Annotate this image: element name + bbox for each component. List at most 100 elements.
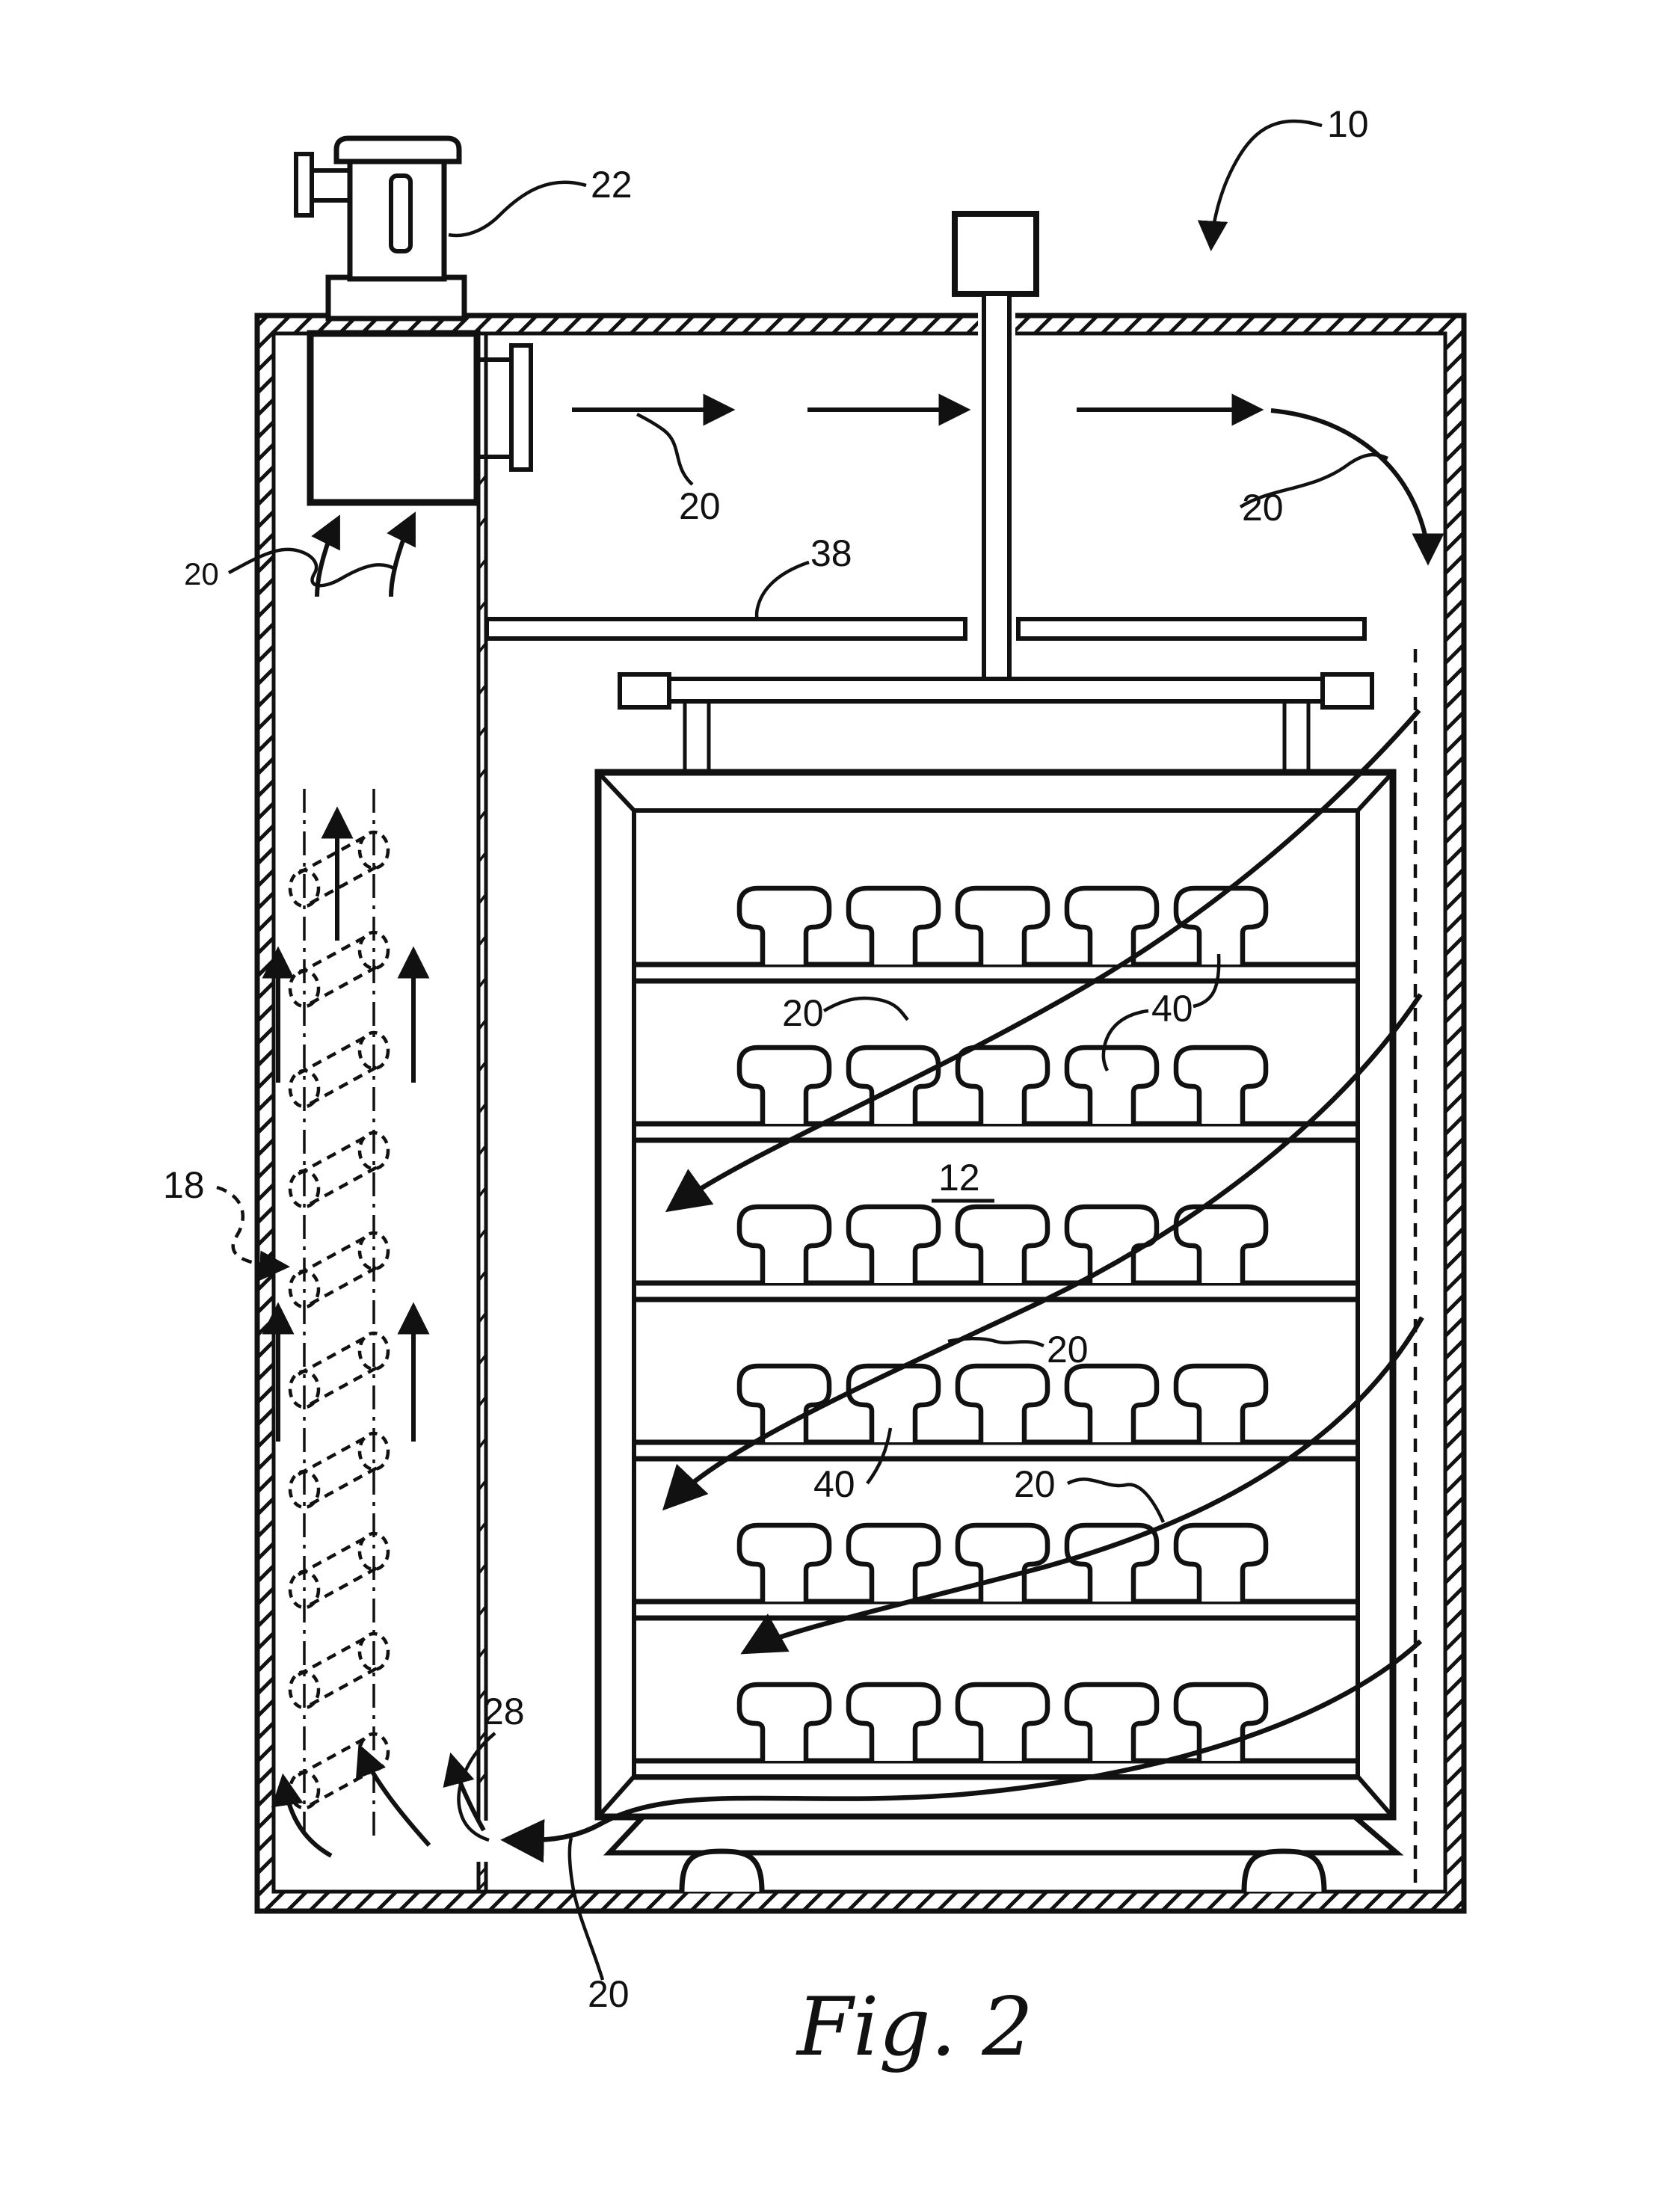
label-20-return: 20 <box>588 1973 630 2015</box>
downflow-arrow <box>1270 408 1444 566</box>
food-item <box>1064 1522 1160 1602</box>
label-20-plenum: 20 <box>679 485 721 527</box>
food-item <box>736 1522 832 1602</box>
partition-hatch-tick <box>477 1018 487 1031</box>
coil-turn-end <box>357 1231 390 1271</box>
leader-ref22 <box>448 180 587 238</box>
blower-inlet-arrow-1 <box>311 514 340 597</box>
partition-hatch-tick <box>477 1688 487 1701</box>
food-item <box>1173 1045 1269 1124</box>
food-item <box>955 1045 1050 1124</box>
coil-tube-line <box>297 1134 369 1175</box>
leader-ref10 <box>1197 119 1323 252</box>
partition-hatch-tick <box>477 474 487 487</box>
blower-outlet-duct <box>477 360 511 457</box>
food-item <box>846 885 941 965</box>
callout-labels: 10 22 20 20 20 38 18 12 20 40 20 40 20 2… <box>163 103 1369 2015</box>
partition-hatch-tick <box>477 1395 487 1408</box>
leader-ref20-return <box>567 1837 605 1981</box>
motor-pipe-flange <box>294 152 314 218</box>
coil-turn-end <box>357 1131 390 1171</box>
label-22: 22 <box>591 164 633 206</box>
food-item <box>846 1682 941 1761</box>
heating-coil <box>288 789 390 1843</box>
partition-hatch-tick <box>477 1102 487 1115</box>
wall-inner-outline <box>271 331 1447 1894</box>
partition-hatch-tick <box>477 683 487 696</box>
food-item <box>1064 1045 1160 1124</box>
rack-flow-lines <box>500 708 1424 1863</box>
coil-tube-line <box>309 1365 381 1406</box>
label-40-lower: 40 <box>813 1463 855 1505</box>
partition-hatch-tick <box>477 1186 487 1199</box>
baffle-plate <box>484 617 1367 641</box>
coil-turn-end <box>288 968 321 1009</box>
partition-hatch-tick <box>477 767 487 780</box>
coil-tube-line <box>297 1034 369 1075</box>
leader-ref20-rack-upper <box>822 996 909 1021</box>
food-item <box>955 1363 1050 1442</box>
food-item <box>736 1363 832 1442</box>
coil-tube-line <box>309 1765 381 1806</box>
rack-items <box>736 885 1269 1761</box>
food-item <box>846 1363 941 1442</box>
food-item <box>846 1204 941 1283</box>
rack-caster-left <box>679 1848 765 1892</box>
hanger-rail-cap-right <box>1320 672 1374 710</box>
hanger-rail-cap-left <box>618 672 671 710</box>
label-20-inlet: 20 <box>184 556 219 591</box>
partition-hatch-ticks <box>477 474 487 1891</box>
partition-wall <box>476 333 488 1892</box>
food-item <box>1173 1522 1269 1602</box>
coil-turn-end <box>357 1431 390 1471</box>
food-item <box>846 1522 941 1602</box>
hanger-shaft <box>982 292 1012 683</box>
food-item <box>955 1522 1050 1602</box>
coil-turns <box>288 830 390 1810</box>
leader-ref28 <box>457 1732 496 1842</box>
return-fan-arrow-2 <box>355 1744 431 1848</box>
hanger-rail <box>618 677 1374 704</box>
leader-ref18 <box>216 1185 291 1281</box>
coil-turn-end <box>357 1030 390 1071</box>
shaft-assembly <box>952 211 1039 683</box>
product-rack <box>594 769 1404 1892</box>
food-item <box>955 1204 1050 1283</box>
rack-base-skirt <box>603 1814 1404 1856</box>
coil-tube-line <box>309 1164 381 1205</box>
partition-hatch-tick <box>477 1144 487 1157</box>
coil-tube-line <box>309 964 381 1005</box>
partition-hatch-tick <box>477 893 487 905</box>
label-10: 10 <box>1327 103 1369 145</box>
coil-turn-end <box>288 1469 321 1510</box>
coil-tube-line <box>297 1435 369 1476</box>
wall-right <box>1445 316 1464 1911</box>
leader-lines <box>216 119 1388 1981</box>
label-38: 38 <box>810 532 852 574</box>
figure-caption: Fig. 2 <box>796 1981 1033 2074</box>
label-20-rack-upper: 20 <box>782 992 824 1034</box>
flow-line-upper <box>665 708 1421 1213</box>
leader-ref38 <box>754 560 810 621</box>
label-40-upper: 40 <box>1151 988 1193 1030</box>
baffle-left-segment <box>484 617 967 641</box>
leader-ref40-upper-b <box>1193 953 1221 1009</box>
coil-tube-line <box>297 934 369 975</box>
partition-hatch-tick <box>477 1353 487 1366</box>
coil-turn-end <box>288 1269 321 1309</box>
coil-tube-line <box>309 1064 381 1105</box>
food-item <box>1173 1204 1269 1283</box>
partition-hatch-tick <box>477 600 487 612</box>
partition-hatch-tick <box>477 935 487 947</box>
partition-hatch-tick <box>477 1880 487 1891</box>
motor-base <box>325 274 467 322</box>
wall-outer-outline <box>254 313 1467 1914</box>
partition-hatch-tick <box>477 1060 487 1073</box>
flow-line-return <box>500 1639 1423 1863</box>
food-item <box>736 1682 832 1761</box>
flow-line-lower <box>740 1316 1424 1655</box>
coil-turn-end <box>288 1369 321 1409</box>
partition-hatch-tick <box>477 1270 487 1282</box>
